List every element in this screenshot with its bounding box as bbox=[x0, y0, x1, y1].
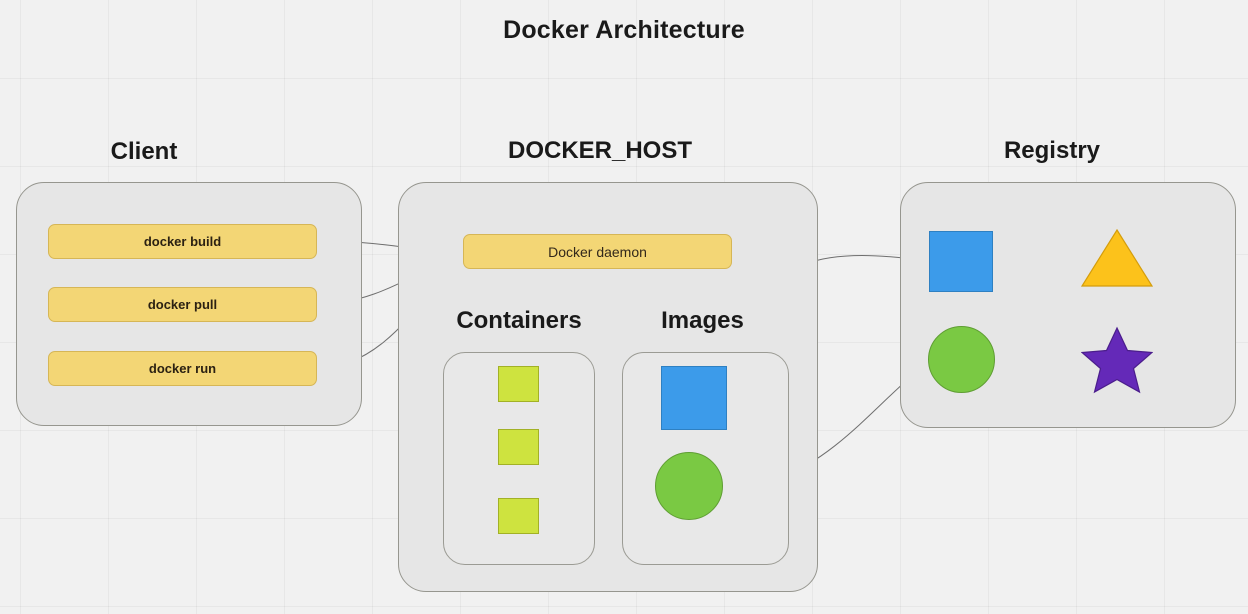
docker-host-group-title: DOCKER_HOST bbox=[507, 137, 693, 164]
container-3[interactable] bbox=[498, 498, 539, 534]
docker-pull-button[interactable]: docker pull bbox=[48, 287, 317, 322]
image-green-circle[interactable] bbox=[655, 452, 723, 520]
page-title: Docker Architecture bbox=[503, 16, 745, 44]
docker-run-button[interactable]: docker run bbox=[48, 351, 317, 386]
docker-build-button[interactable]: docker build bbox=[48, 224, 317, 259]
client-group-title: Client bbox=[110, 138, 178, 165]
docker-daemon-box[interactable]: Docker daemon bbox=[463, 234, 732, 269]
registry-group-title: Registry bbox=[1003, 137, 1101, 164]
registry-green-circle[interactable] bbox=[928, 326, 995, 393]
images-subtitle: Images bbox=[661, 307, 744, 334]
image-blue-rect[interactable] bbox=[661, 366, 727, 430]
registry-blue-rect[interactable] bbox=[929, 231, 993, 292]
registry-purple-star[interactable] bbox=[1080, 326, 1154, 394]
container-2[interactable] bbox=[498, 429, 539, 465]
registry-gold-triangle[interactable] bbox=[1080, 228, 1154, 287]
container-1[interactable] bbox=[498, 366, 539, 402]
containers-subtitle: Containers bbox=[456, 307, 582, 334]
